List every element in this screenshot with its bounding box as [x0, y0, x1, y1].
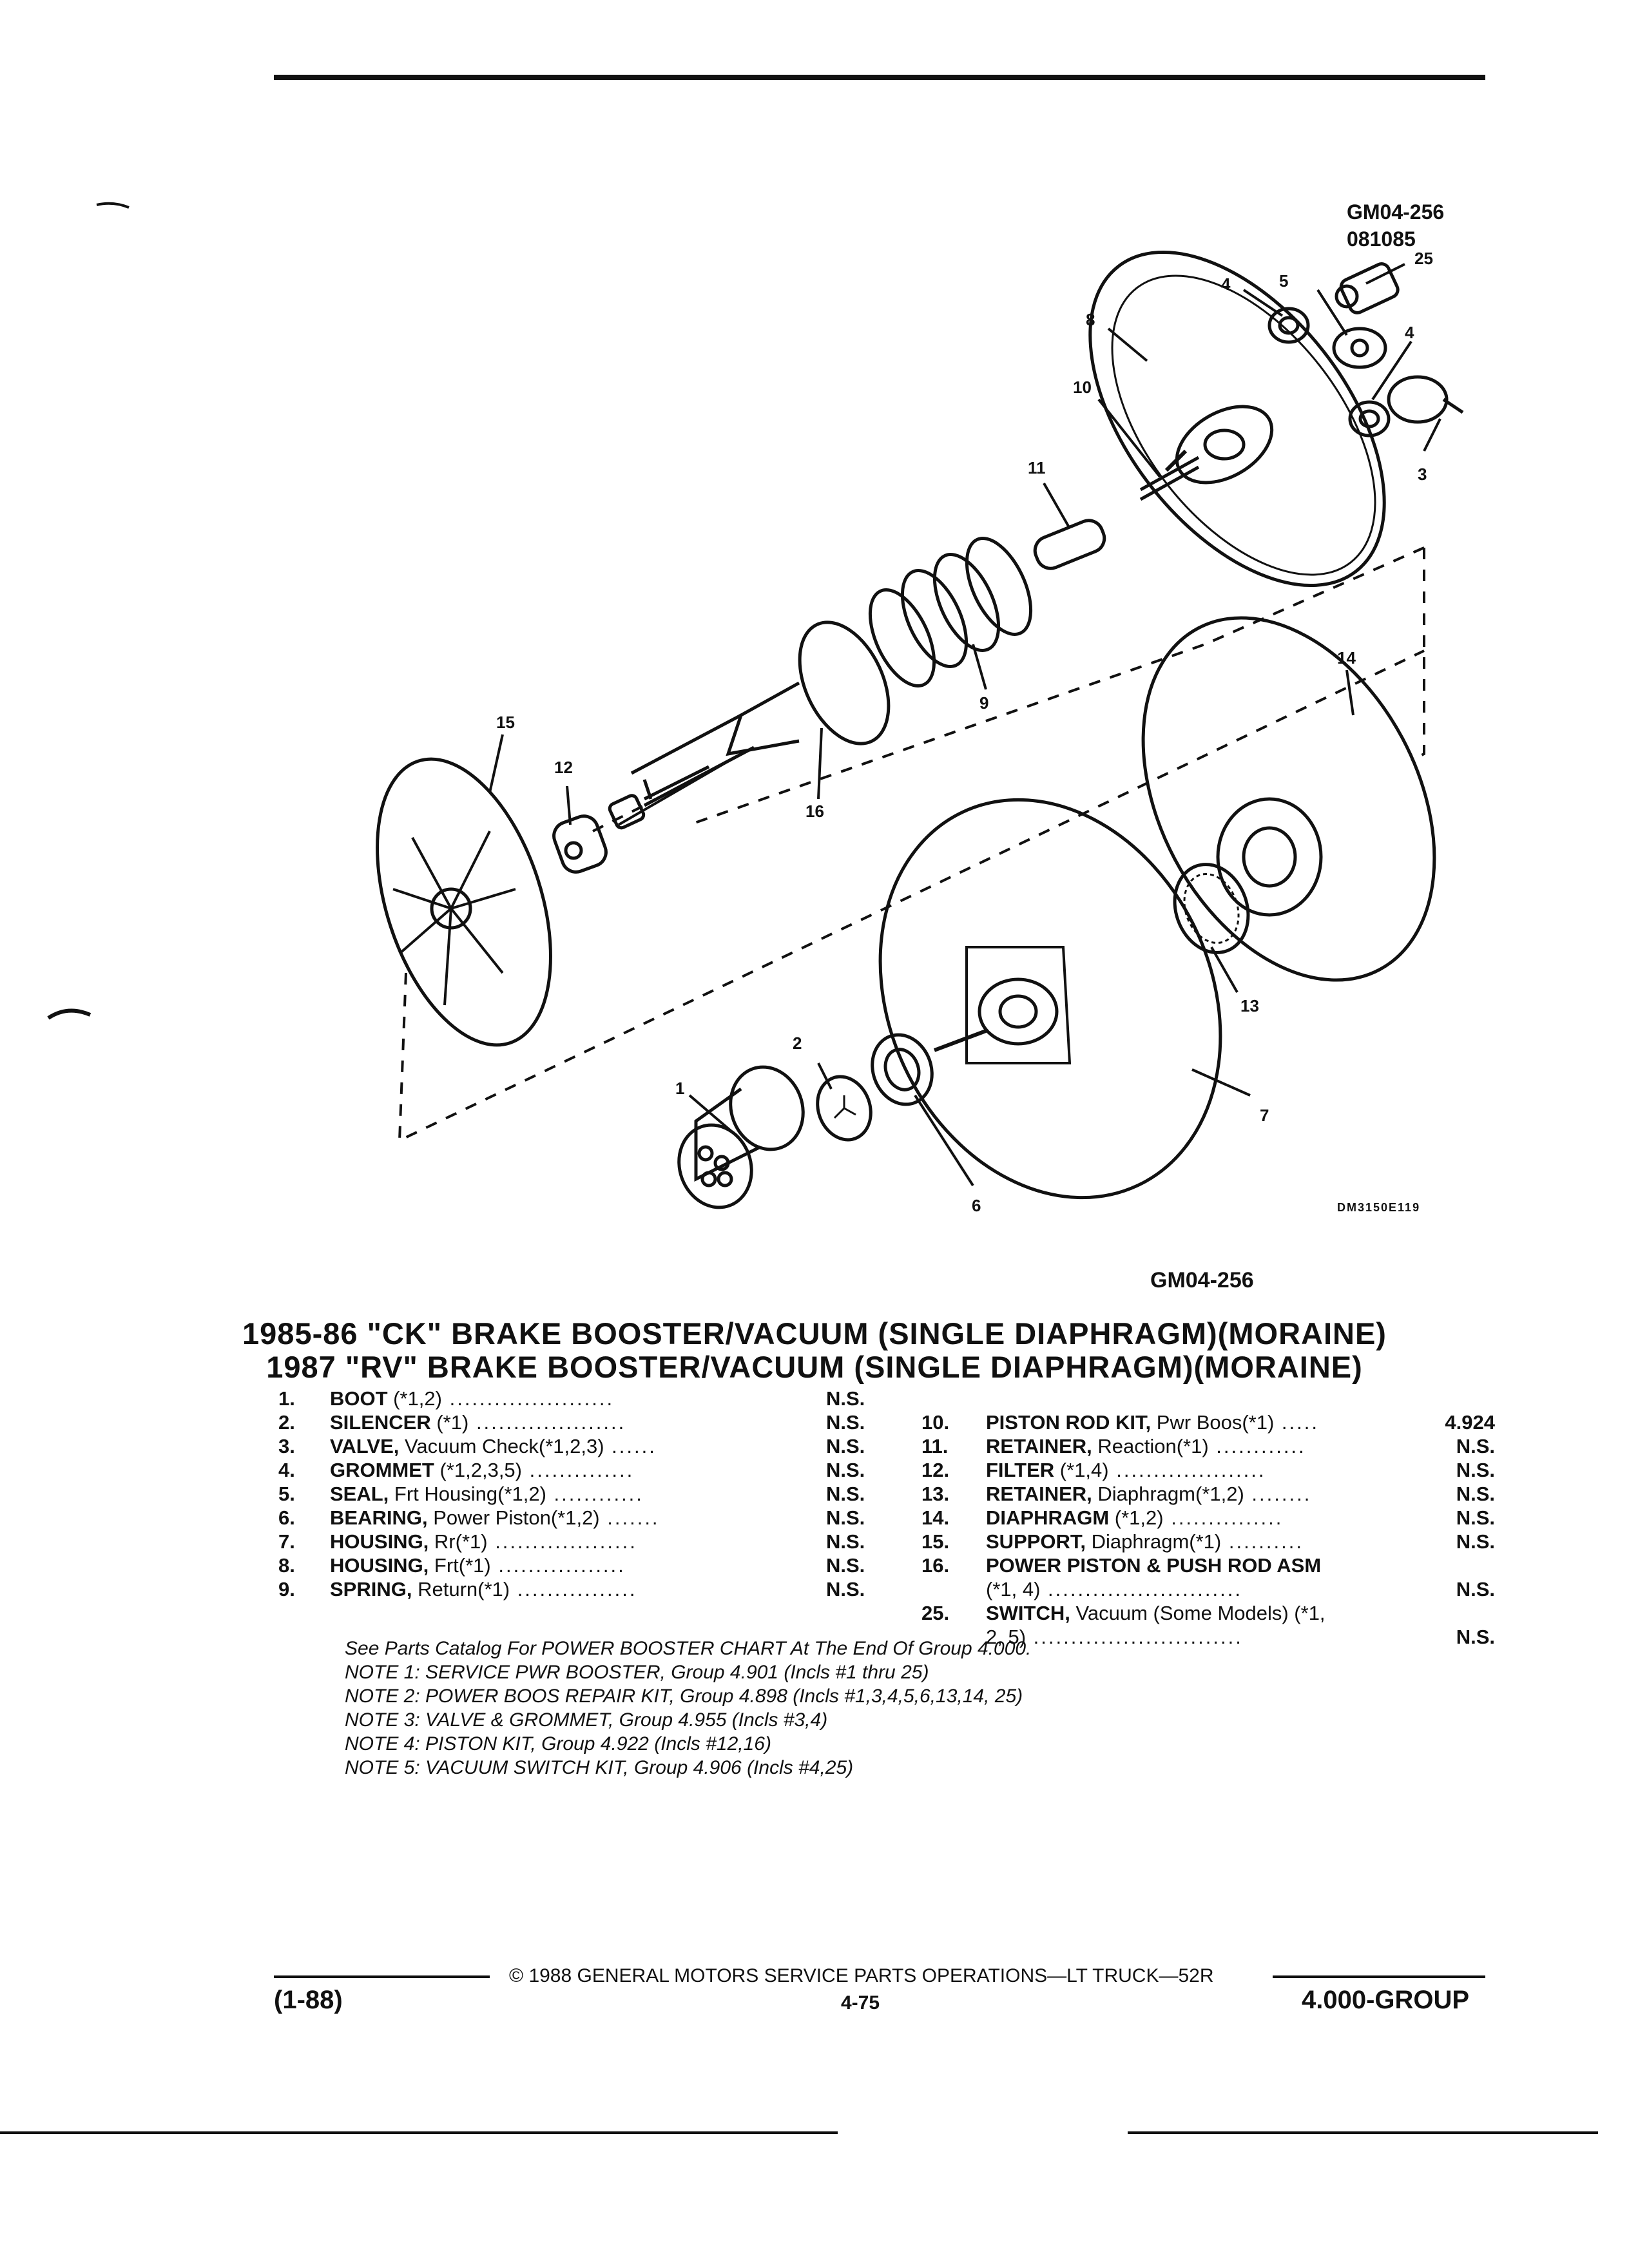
list-item: 7.HOUSING, Rr(*1) ...................N.S… [278, 1530, 865, 1553]
note-3: NOTE 3: VALVE & GROMMET, Group 4.955 (In… [345, 1709, 828, 1731]
grommet-upper [1268, 307, 1310, 344]
list-item: 15.SUPPORT, Diaphragm(*1) ..........N.S. [921, 1530, 1495, 1553]
front-housing [1088, 250, 1386, 588]
note-catalog: See Parts Catalog For POWER BOOSTER CHAR… [345, 1638, 1032, 1659]
callout-6: 6 [972, 1196, 981, 1215]
list-item: 4.GROMMET (*1,2,3,5) ..............N.S. [278, 1459, 865, 1481]
page-title-line-1: 1985-86 "CK" BRAKE BOOSTER/VACUUM (SINGL… [242, 1316, 1387, 1350]
callout-1: 1 [675, 1079, 684, 1098]
list-item: 3.VALVE, Vacuum Check(*1,2,3) ......N.S. [278, 1435, 865, 1457]
callout-4-upper: 4 [1221, 274, 1231, 294]
callout-12: 12 [554, 758, 573, 777]
callout-8: 8 [1086, 310, 1095, 329]
rear-housing [878, 798, 1222, 1200]
filter [552, 814, 608, 874]
switch-vacuum [1335, 262, 1400, 314]
notes-block: See Parts Catalog For POWER BOOSTER CHAR… [345, 1637, 1031, 1780]
piston-rod [1139, 456, 1200, 501]
diaphragm-retainer [1173, 863, 1250, 954]
film-code: DM3150E119 [1337, 1201, 1420, 1214]
callout-25: 25 [1414, 249, 1433, 268]
diagram-code-bottom: GM04-256 [1150, 1268, 1254, 1293]
callout-16: 16 [805, 802, 824, 821]
list-item: 6.BEARING, Power Piston(*1,2) .......N.S… [278, 1506, 865, 1529]
parts-list-left: 1.BOOT (*1,2) ......................N.S.… [278, 1387, 897, 1601]
silencer [816, 1075, 872, 1142]
callout-10: 10 [1073, 378, 1092, 397]
list-item: 14.DIAPHRAGM (*1,2) ...............N.S. [921, 1506, 1495, 1529]
callout-leaders [488, 263, 1441, 1187]
boot [677, 1065, 805, 1209]
brake-booster-exploded-diagram: 25 4 5 4 3 8 10 11 9 14 15 12 16 13 2 1 … [47, 200, 1464, 1215]
power-piston-bearing [871, 1033, 934, 1106]
callout-2: 2 [793, 1033, 802, 1053]
footer-date: (1-88) [274, 1986, 343, 2014]
diaphragm [1141, 616, 1436, 982]
footer-rule-left [274, 1975, 490, 1978]
list-item: 16.POWER PISTON & PUSH ROD ASM [921, 1554, 1322, 1577]
callout-13: 13 [1240, 996, 1259, 1015]
margin-mark [96, 202, 130, 209]
callout-7: 7 [1260, 1106, 1269, 1125]
callout-numbers: 25 4 5 4 3 8 10 11 9 14 15 12 16 13 2 1 … [496, 249, 1433, 1215]
note-1: NOTE 1: SERVICE PWR BOOSTER, Group 4.901… [345, 1662, 929, 1683]
callout-5: 5 [1279, 271, 1288, 291]
bottom-rule-left [0, 2131, 838, 2134]
note-2: NOTE 2: POWER BOOS REPAIR KIT, Group 4.8… [345, 1686, 1023, 1707]
list-item: 25.SWITCH, Vacuum (Some Models) (*1, [921, 1602, 1325, 1624]
callout-14: 14 [1337, 648, 1356, 668]
list-item: 5.SEAL, Frt Housing(*1,2) ............N.… [278, 1483, 865, 1505]
list-item: 2, 5) ............................N.S. [986, 1626, 1495, 1648]
footer-copyright: © 1988 GENERAL MOTORS SERVICE PARTS OPER… [509, 1965, 1214, 1986]
diaphragm-support [376, 757, 552, 1047]
return-spring [868, 537, 1033, 687]
list-item: 12.FILTER (*1,4) ....................N.S… [921, 1459, 1495, 1481]
callout-3: 3 [1418, 465, 1427, 484]
note-5: NOTE 5: VACUUM SWITCH KIT, Group 4.906 (… [345, 1757, 854, 1778]
assembly-guide-lines [398, 546, 1425, 1143]
list-item: 10.PISTON ROD KIT, Pwr Boos(*1) .....4.9… [921, 1411, 1495, 1434]
diagram-date-code: 081085 [1347, 227, 1416, 251]
callout-4-lower: 4 [1405, 323, 1414, 342]
list-item: 1.BOOT (*1,2) ......................N.S. [278, 1387, 865, 1410]
list-item: 8.HOUSING, Frt(*1) .................N.S. [278, 1554, 865, 1577]
margin-mark [47, 1008, 92, 1020]
page-number: 4-75 [841, 1992, 880, 2013]
list-item: (*1, 4) ..........................N.S. [986, 1578, 1495, 1600]
footer-rule-right [1273, 1975, 1485, 1978]
parts-list-right: 10.PISTON ROD KIT, Pwr Boos(*1) .....4.9… [921, 1410, 1495, 1649]
list-item: 11.RETAINER, Reaction(*1) ............N.… [921, 1435, 1495, 1457]
reaction-retainer [1033, 519, 1106, 570]
list-item: 2.SILENCER (*1) ....................N.S. [278, 1411, 865, 1434]
seal-front-housing [1332, 327, 1387, 369]
power-piston-push-rod [608, 620, 891, 830]
note-4: NOTE 4: PISTON KIT, Group 4.922 (Incls #… [345, 1733, 771, 1754]
callout-9: 9 [979, 693, 988, 713]
grommet-lower [1348, 400, 1391, 437]
vacuum-check-valve [1387, 375, 1464, 424]
top-rule [274, 75, 1485, 80]
list-item: 9.SPRING, Return(*1) ................N.S… [278, 1578, 865, 1600]
callout-11: 11 [1028, 458, 1046, 477]
list-item: 13.RETAINER, Diaphragm(*1,2) ........N.S… [921, 1483, 1495, 1505]
page-title-line-2: 1987 "RV" BRAKE BOOSTER/VACUUM (SINGLE D… [266, 1350, 1363, 1384]
diagram-code-top: GM04-256 [1347, 200, 1444, 224]
footer-group: 4.000-GROUP [1302, 1986, 1470, 2014]
bottom-rule-right [1128, 2131, 1598, 2134]
callout-15: 15 [496, 713, 515, 732]
